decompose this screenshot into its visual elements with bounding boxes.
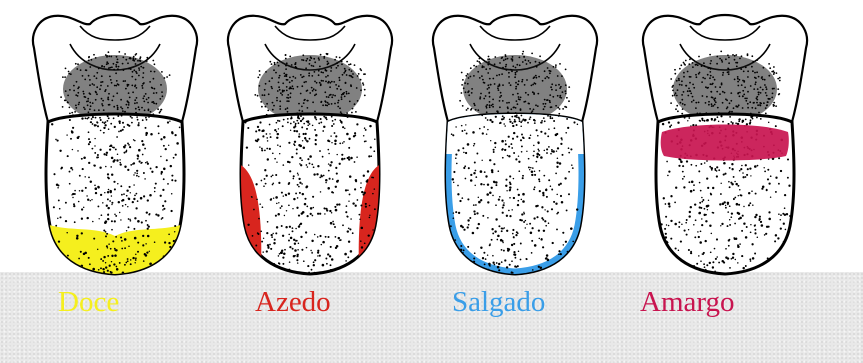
tongue-svg — [215, 4, 405, 284]
tongue-svg — [630, 4, 820, 284]
tongue-svg — [420, 4, 610, 284]
label-sweet: Doce — [58, 284, 119, 320]
tongue-svg — [20, 4, 210, 284]
label-bitter: Amargo — [640, 284, 735, 320]
tongue-sweet-diagram — [20, 4, 210, 284]
label-salty: Salgado — [452, 284, 545, 320]
tongue-sour-diagram — [215, 4, 405, 284]
taste-band — [661, 125, 789, 161]
label-sour: Azedo — [255, 284, 331, 320]
tongue-salty-diagram — [420, 4, 610, 284]
tongue-bitter-diagram — [630, 4, 820, 284]
